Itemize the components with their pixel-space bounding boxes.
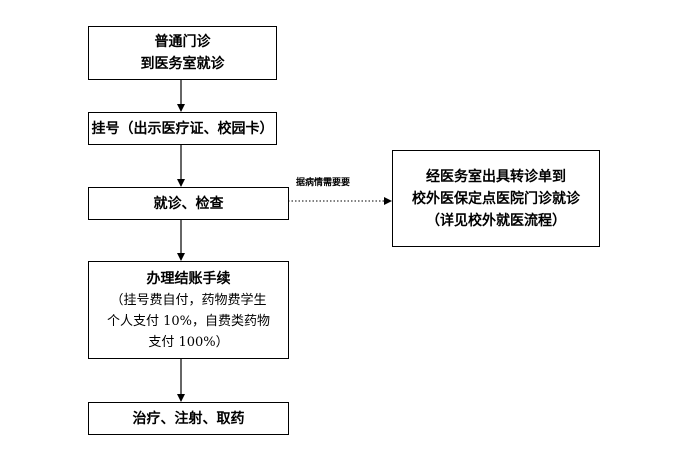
box4-line2: 个人支付 10%，自费类药物	[106, 313, 271, 329]
box1-line2: 到医务室就诊	[140, 56, 225, 72]
box2-text: 挂号（出示医疗证、校园卡）	[91, 120, 274, 137]
box4-title: 办理结账手续	[146, 270, 231, 287]
flow-box-treatment: 治疗、注射、取药	[88, 402, 289, 435]
box5-text: 治疗、注射、取药	[132, 410, 245, 427]
box4-line3: 支付 100%）	[148, 334, 229, 350]
side-box-line3: （详见校外就医流程）	[426, 212, 566, 229]
flow-box-general-clinic: 普通门诊 到医务室就诊	[88, 26, 277, 80]
edge-label-condition: 据病情需要要	[296, 178, 351, 188]
box3-text: 就诊、检查	[153, 195, 224, 212]
flow-box-consultation: 就诊、检查	[88, 187, 289, 220]
box1-line1: 普通门诊	[154, 34, 211, 50]
flow-box-referral: 经医务室出具转诊单到 校外医保定点医院门诊就诊 （详见校外就医流程）	[392, 150, 600, 247]
flow-box-registration: 挂号（出示医疗证、校园卡）	[88, 112, 277, 145]
flow-box-checkout: 办理结账手续 （挂号费自付，药物费学生 个人支付 10%，自费类药物 支付 10…	[88, 261, 289, 359]
side-box-line2: 校外医保定点医院门诊就诊	[412, 190, 580, 207]
box4-line1: （挂号费自付，药物费学生	[110, 292, 267, 308]
side-box-line1: 经医务室出具转诊单到	[426, 168, 566, 185]
